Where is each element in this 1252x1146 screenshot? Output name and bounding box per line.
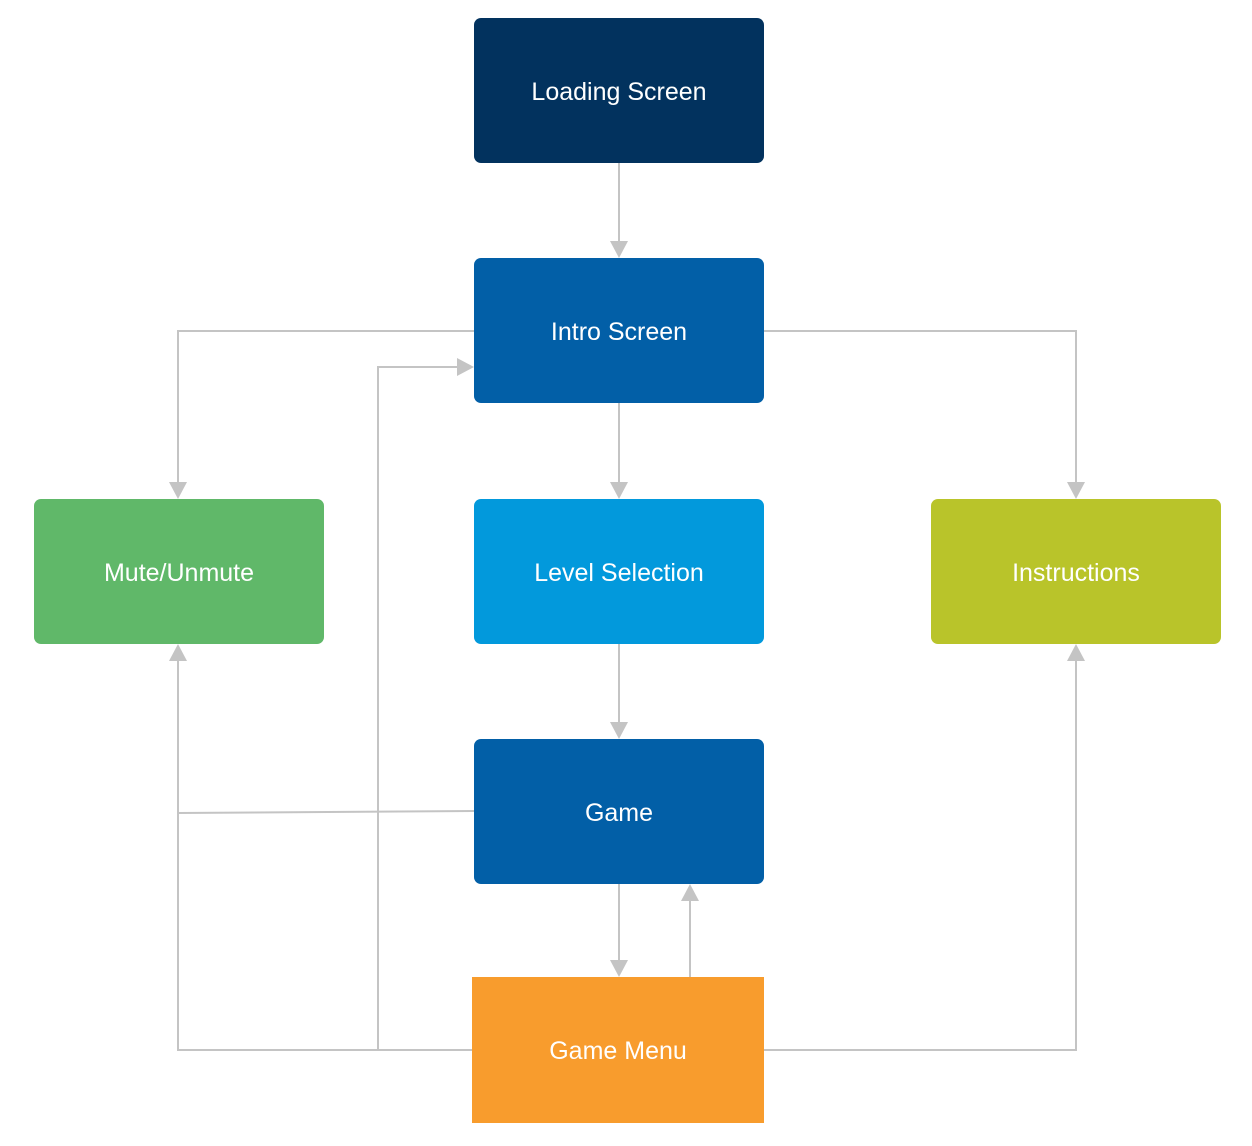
edge-game-to-mute (177, 810, 475, 814)
node-label-intro: Intro Screen (551, 318, 687, 346)
node-loading-screen: Loading Screen (474, 18, 764, 163)
arrowhead-game-top (610, 722, 628, 739)
node-box-intro (474, 258, 764, 403)
arrowhead-instructions-bottom (1067, 644, 1085, 661)
node-game: Game (474, 739, 764, 884)
node-mute-unmute: Mute/Unmute (34, 499, 324, 644)
node-game-menu: Game Menu (472, 977, 764, 1123)
node-box-loading (474, 18, 764, 163)
node-box-game (474, 739, 764, 884)
arrowhead-game-bottom (681, 884, 699, 901)
edge-intro-to-mute (177, 330, 474, 485)
nodes: Loading Screen Intro Screen Mute/Unmute … (34, 18, 1221, 1123)
node-label-loading: Loading Screen (531, 78, 706, 106)
arrowhead-intro-top (610, 241, 628, 258)
node-intro-screen: Intro Screen (474, 258, 764, 403)
arrowhead-instructions-top (1067, 482, 1085, 499)
edge-menu-to-mute (177, 658, 472, 1051)
node-label-menu: Game Menu (549, 1037, 687, 1065)
edge-menu-to-instructions (764, 658, 1077, 1051)
edges (169, 163, 1085, 1051)
node-label-level: Level Selection (534, 559, 704, 587)
node-box-mute (34, 499, 324, 644)
edge-menu-to-intro (377, 366, 460, 1050)
arrowhead-intro-left (457, 358, 474, 376)
arrowhead-mute-bottom (169, 644, 187, 661)
node-box-instructions (931, 499, 1221, 644)
arrowhead-mute-top (169, 482, 187, 499)
node-level-selection: Level Selection (474, 499, 764, 644)
arrowhead-level-top (610, 482, 628, 499)
arrowhead-menu-top (610, 960, 628, 977)
node-label-game: Game (585, 799, 653, 827)
node-box-menu (472, 977, 764, 1123)
node-instructions: Instructions (931, 499, 1221, 644)
node-label-instructions: Instructions (1012, 559, 1140, 587)
node-label-mute: Mute/Unmute (104, 559, 254, 587)
edge-intro-to-instructions (764, 330, 1077, 485)
node-box-level (474, 499, 764, 644)
